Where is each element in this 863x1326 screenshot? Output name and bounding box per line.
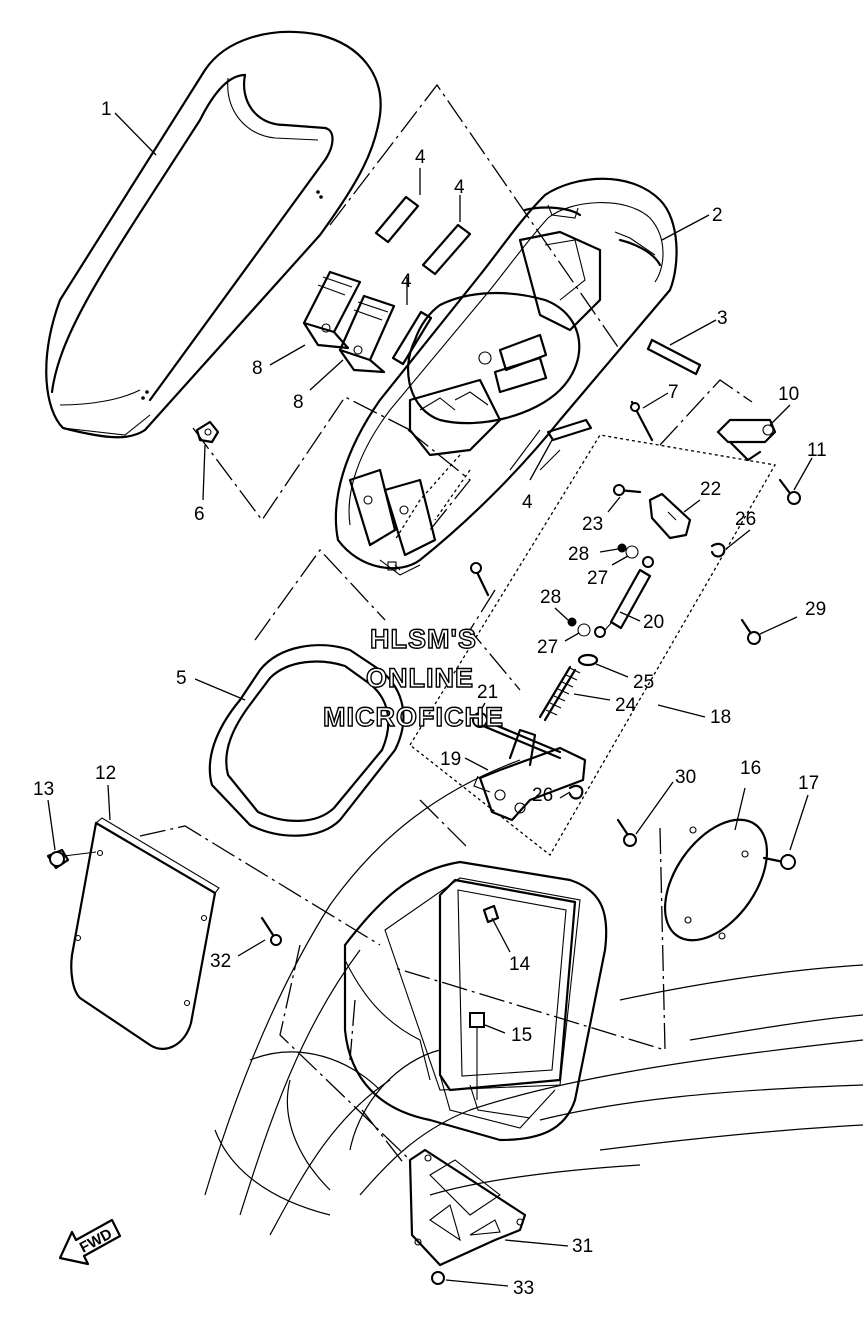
callout-30: 30 xyxy=(675,767,696,788)
callout-2: 2 xyxy=(712,205,723,226)
callout-20: 20 xyxy=(643,612,664,633)
callout-19: 19 xyxy=(440,749,461,770)
watermark-line-2: ONLINE xyxy=(366,663,474,693)
pad-2 xyxy=(421,223,472,276)
cover-panel xyxy=(70,817,220,1050)
screw-17 xyxy=(762,854,796,870)
callout-32: 32 xyxy=(210,951,231,972)
callout-6: 6 xyxy=(194,504,205,525)
bolt-11 xyxy=(778,478,801,505)
callout-21: 21 xyxy=(477,682,498,703)
callout-11: 11 xyxy=(807,440,827,461)
rod xyxy=(646,338,702,376)
callout-26b: 26 xyxy=(532,785,553,806)
latch-assembly xyxy=(409,434,777,856)
gasket xyxy=(208,644,405,837)
callout-28a: 28 xyxy=(568,544,589,565)
seat-base xyxy=(334,177,678,576)
construction-lines xyxy=(139,83,753,1166)
callout-10: 10 xyxy=(778,384,799,405)
callout-14: 14 xyxy=(509,954,531,975)
callout-31: 31 xyxy=(572,1236,593,1257)
callout-5: 5 xyxy=(176,668,187,689)
callout-15: 15 xyxy=(511,1025,532,1046)
callout-16: 16 xyxy=(740,758,761,779)
watermark: HLSM'S ONLINE MICROFICHE xyxy=(322,623,504,732)
callout-4b: 4 xyxy=(454,177,465,198)
callout-33: 33 xyxy=(513,1278,534,1299)
watermark-line-3: MICROFICHE xyxy=(323,702,504,732)
callout-18: 18 xyxy=(710,707,731,728)
callout-22: 22 xyxy=(700,479,721,500)
callout-27a: 27 xyxy=(587,568,608,589)
latch-arm xyxy=(716,418,777,462)
round-cover xyxy=(663,818,769,942)
seat xyxy=(45,30,382,439)
forward-direction-arrow: FWD xyxy=(58,1218,122,1266)
leader-lines xyxy=(47,112,813,1287)
pad-3 xyxy=(391,310,433,366)
callout-3: 3 xyxy=(717,308,728,329)
screw-13 xyxy=(46,848,97,870)
callout-13: 13 xyxy=(33,779,54,800)
storage-compartment xyxy=(343,860,608,1142)
callout-labels: 1 2 3 4 4 4 4 5 6 7 8 8 10 11 12 13 14 1… xyxy=(33,99,827,1299)
bracket-31 xyxy=(408,1148,527,1267)
clip-14 xyxy=(482,904,500,924)
plug-15 xyxy=(469,1012,485,1100)
hull-outline xyxy=(204,759,863,1236)
callout-8a: 8 xyxy=(252,358,263,379)
callout-25: 25 xyxy=(633,672,654,693)
callout-4d: 4 xyxy=(522,492,533,513)
callout-8b: 8 xyxy=(293,392,304,413)
callout-26a: 26 xyxy=(735,509,756,530)
bracket-8a xyxy=(302,270,362,350)
damper-20 xyxy=(594,556,654,638)
clip-6 xyxy=(195,420,220,444)
callout-7: 7 xyxy=(668,382,679,403)
callout-29: 29 xyxy=(805,599,826,620)
callout-17: 17 xyxy=(798,773,819,794)
nut-33 xyxy=(431,1271,445,1285)
rivet-32 xyxy=(260,916,282,946)
callout-1: 1 xyxy=(101,99,112,120)
pad-4 xyxy=(546,418,593,442)
callout-12: 12 xyxy=(95,763,116,784)
callout-24: 24 xyxy=(615,695,637,716)
callout-4c: 4 xyxy=(401,271,412,292)
callout-23: 23 xyxy=(582,514,603,535)
bracket-8b xyxy=(338,294,396,374)
watermark-line-1: HLSM'S xyxy=(370,624,477,654)
callout-4a: 4 xyxy=(415,147,426,168)
bellows-24 xyxy=(538,665,581,722)
pad-1 xyxy=(374,195,420,244)
callout-27b: 27 xyxy=(537,637,558,658)
callout-28b: 28 xyxy=(540,587,561,608)
pin-7 xyxy=(630,400,654,442)
